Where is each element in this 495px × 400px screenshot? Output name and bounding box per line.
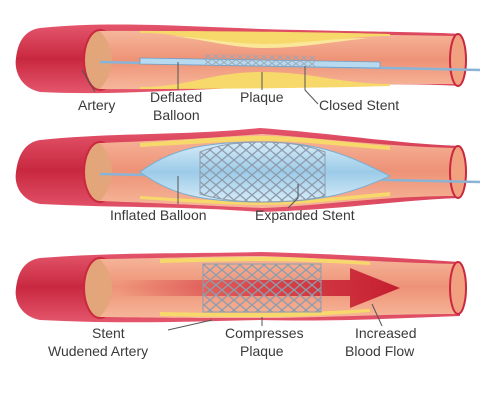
label-closed-stent: Closed Stent	[319, 97, 399, 113]
label-inflated-balloon: Inflated Balloon	[110, 207, 207, 223]
plaque-top	[140, 136, 390, 150]
label-widened-artery: Wudened Artery	[48, 343, 148, 359]
label-plaque: Plaque	[240, 89, 284, 105]
label-deflated-balloon-line2: Balloon	[153, 107, 200, 123]
label-compresses-plaque-line2: Plaque	[240, 343, 284, 359]
plaque-bottom	[140, 72, 390, 89]
artery-end	[449, 145, 467, 199]
closed-stent	[204, 54, 316, 68]
leader-lines	[81, 62, 383, 331]
plaque-top-inner	[170, 36, 370, 48]
plaque-bottom	[140, 192, 390, 205]
label-deflated-balloon-line1: Deflated	[150, 89, 202, 105]
panel-1-artery	[15, 24, 481, 94]
label-increased-blood-flow-line1: Increased	[355, 325, 416, 341]
plaque-top	[160, 257, 370, 265]
plaque-bottom	[160, 309, 370, 317]
label-artery: Artery	[78, 97, 115, 113]
label-increased-blood-flow-line2: Blood Flow	[345, 343, 415, 359]
plaque-top	[140, 31, 390, 46]
label-compresses-plaque-line1: Compresses	[225, 325, 304, 341]
labels: Artery Deflated Balloon Plaque Closed St…	[48, 89, 416, 359]
leader-expanded-stent	[287, 184, 299, 209]
leader-artery	[81, 69, 96, 93]
leader-closed-stent	[304, 66, 319, 105]
panel-3-artery	[15, 252, 467, 323]
label-expanded-stent: Expanded Stent	[255, 207, 355, 223]
expanded-stent	[199, 141, 326, 203]
artery-end	[449, 261, 467, 315]
panel-2-artery	[15, 128, 481, 212]
stent	[202, 263, 322, 313]
artery-end	[449, 33, 467, 87]
label-stent: Stent	[92, 325, 125, 341]
leader-blood-flow	[371, 303, 383, 327]
leader-stent	[167, 319, 213, 331]
